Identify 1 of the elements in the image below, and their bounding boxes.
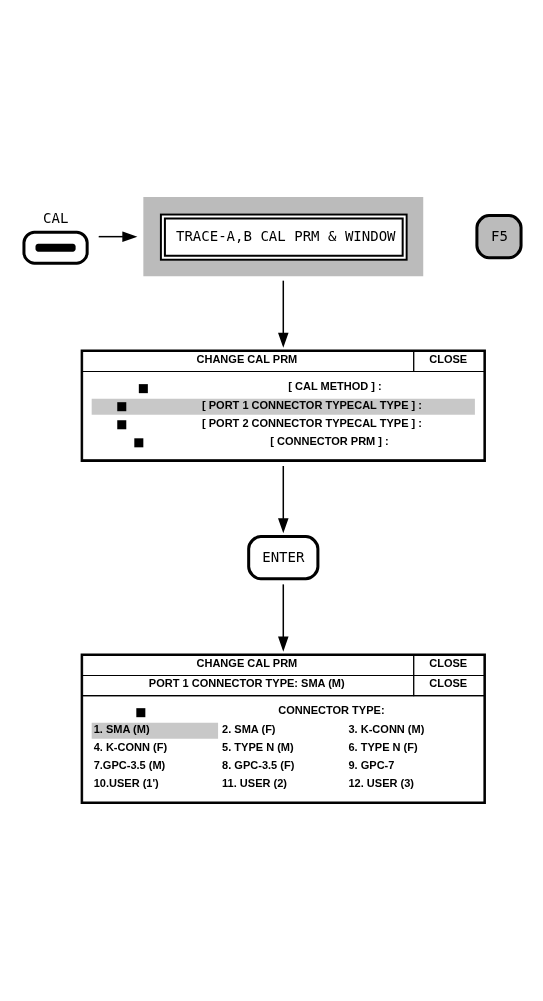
node-label: CAL	[43, 209, 69, 226]
